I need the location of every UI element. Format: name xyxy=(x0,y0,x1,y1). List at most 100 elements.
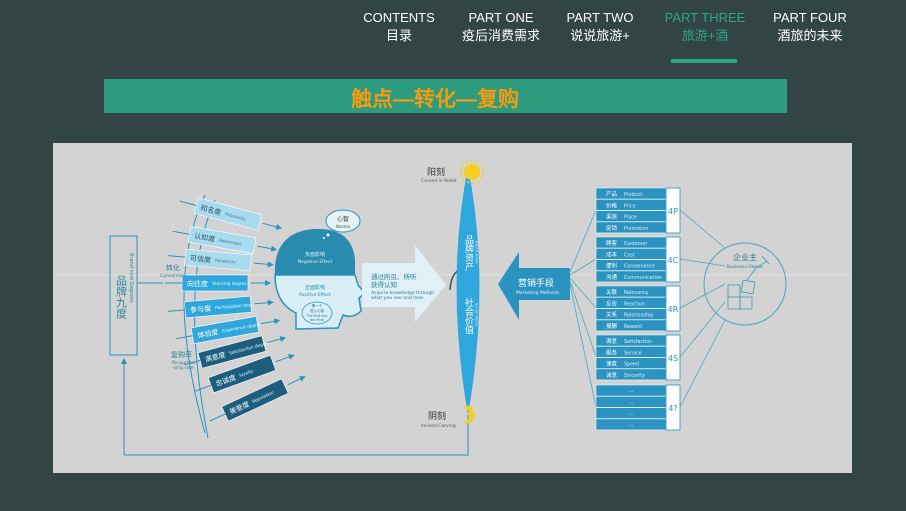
outer-arc xyxy=(183,194,206,434)
noema-bubble xyxy=(325,209,361,233)
degree-zh: 参与度 xyxy=(190,304,212,315)
degree-connector xyxy=(179,200,197,206)
row-en: Product xyxy=(624,192,642,198)
degree-connector xyxy=(183,360,201,366)
row-zh: 诚意 xyxy=(606,371,618,379)
owner-link-line xyxy=(679,258,726,267)
business-owner-circle: 企业主 Business Owner xyxy=(703,242,787,326)
marketing-en: Marketing Methods xyxy=(516,290,560,296)
degree-connector xyxy=(175,335,193,340)
strategy-row: 关系 Relationship xyxy=(595,308,667,320)
brand-box-zh: 品牌九度 xyxy=(115,275,128,320)
nav-zh: 旅游+酒 xyxy=(681,28,729,43)
degree-arrow xyxy=(257,245,278,252)
degree-zh: 认知度 xyxy=(194,231,216,244)
degree-connector xyxy=(172,230,190,235)
row-en: Customer xyxy=(624,241,647,247)
head-illustration: 心智 Noema 负面影响 Negative Effect 正面影响 Posit… xyxy=(274,209,367,330)
degree-connector xyxy=(168,309,186,312)
row-en: Price xyxy=(624,203,636,209)
degree-en: Popularity xyxy=(224,211,247,222)
row-zh: 顾客 xyxy=(606,239,618,247)
first-zh-1: 第一个 xyxy=(312,303,323,308)
incised-en: Incised Carving xyxy=(421,423,456,429)
repurchase-en-1: Re-purcha xyxy=(172,360,195,366)
group-label: 4C xyxy=(668,256,679,265)
degree-arrow xyxy=(253,299,274,306)
degree-en: Yearning degree xyxy=(211,281,247,287)
nav-part-three[interactable]: PART THREE 旅游+酒 xyxy=(662,9,748,45)
feedback-line xyxy=(124,415,469,456)
owner-link-line xyxy=(679,301,726,358)
row-en: Service xyxy=(624,350,642,356)
row-zh: 关系 xyxy=(606,311,618,319)
negative-zh: 负面影响 xyxy=(305,251,325,258)
row-en: Reaction xyxy=(624,301,645,307)
row-en: Relationship xyxy=(624,313,653,319)
nav-en: PART THREE xyxy=(664,10,746,25)
repurchase-en-2: -sing rate xyxy=(172,365,194,371)
owner-link-line xyxy=(679,283,726,309)
acquire-zh-2: 获得认知 xyxy=(371,280,397,289)
row-zh: 便利 xyxy=(606,262,617,270)
group-label: 4? xyxy=(668,404,677,413)
nav-en: PART FOUR xyxy=(773,10,847,25)
row-zh: 促销 xyxy=(606,224,618,232)
nav-zh: 酒旅的未来 xyxy=(777,28,843,43)
brand-asset-zh: 品牌资产 xyxy=(463,235,474,272)
row-ellipsis: ... xyxy=(629,411,634,417)
row-zh: 渠道 xyxy=(606,213,618,221)
brand-box-en: Brand nine Degrees xyxy=(128,253,134,303)
nav-part-four[interactable]: PART FOUR 酒旅的未来 xyxy=(770,9,850,45)
row-en: Speed xyxy=(624,362,639,368)
social-value-en: Social Value xyxy=(475,303,480,327)
degree-en: loyalty xyxy=(238,368,254,379)
nav-part-two[interactable]: PART TWO 说说旅游+ xyxy=(562,9,638,45)
owner-zh: 企业主 xyxy=(733,252,757,262)
row-ellipsis: ... xyxy=(629,422,634,428)
group-label: 4P xyxy=(668,207,678,216)
degree-connector xyxy=(209,413,226,422)
marketing-zh: 营销手段 xyxy=(518,277,554,289)
method-link-line xyxy=(569,277,597,309)
owner-link-line xyxy=(679,209,726,249)
nav-zh: 说说旅游+ xyxy=(570,28,630,43)
row-en: Relevancy xyxy=(624,290,649,296)
row-zh: 沟通 xyxy=(606,273,618,281)
social-value-zh: 社会价值 xyxy=(463,297,474,334)
row-zh: 服务 xyxy=(606,348,618,356)
row-zh: 反应 xyxy=(606,299,618,307)
relief-en: Carved in Relief xyxy=(421,178,457,184)
strategy-row: 产品 Product xyxy=(595,187,667,200)
row-zh: 产品 xyxy=(606,190,618,198)
relief-zh: 阳刻 xyxy=(427,166,445,178)
acquire-zh-1: 通过所见、所听 xyxy=(371,272,417,281)
incised-zh: 阴刻 xyxy=(428,410,446,422)
group-label-box xyxy=(665,384,681,431)
nav-en: PART TWO xyxy=(566,10,634,25)
degree-connector xyxy=(194,384,212,392)
degree-arrow xyxy=(260,318,281,325)
nav-zh: 疫后消费需求 xyxy=(461,28,540,43)
acquire-knowledge-arrow: 通过所见、所听 获得认知 Acquire knowledge through w… xyxy=(362,245,446,322)
row-en: Satisfaction xyxy=(624,339,652,345)
group-label-box xyxy=(665,187,681,234)
strategy-row: ... xyxy=(595,384,667,397)
